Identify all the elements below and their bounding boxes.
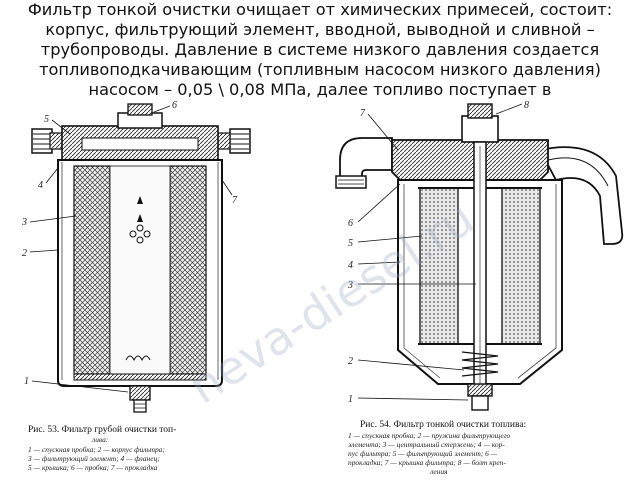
fig53-caption-line-2: 1 — спускная пробка; 2 — корпус фильтра; — [28, 445, 165, 454]
figure-54-callouts: 7 8 6 5 4 3 2 1 — [347, 100, 529, 405]
fig54-label-6: 6 — [348, 218, 353, 229]
intro-paragraph: Фильтр тонкой очистки очищает от химичес… — [27, 0, 613, 99]
fig54-label-7: 7 — [360, 108, 366, 119]
top-plug — [127, 103, 153, 116]
fuel-filter-diagrams: 5 6 4 7 3 2 1 Рис. 53. Фильтр грубой очи… — [21, 100, 624, 476]
filter-cover — [391, 139, 549, 181]
fig54-caption-line-4: прокладка; 7 — крышка фильтра; 8 — болт … — [348, 458, 506, 467]
fig54-label-4: 4 — [348, 260, 353, 271]
fig53-label-3: 3 — [21, 217, 27, 228]
figure-53-coarse-filter: 5 6 4 7 3 2 1 Рис. 53. Фильтр грубой очи… — [21, 100, 251, 472]
fig53-label-6: 6 — [172, 100, 177, 111]
fig54-label-1: 1 — [348, 394, 353, 405]
fig53-caption-line-3: 3 — фильтрующий элемент; 4 — фланец; — [27, 454, 160, 463]
fig54-label-2: 2 — [348, 356, 353, 367]
fig53-label-1: 1 — [24, 376, 29, 387]
outlet-pipe — [538, 146, 624, 245]
fig54-label-8: 8 — [524, 100, 529, 111]
fig54-label-5: 5 — [348, 238, 353, 249]
element-spring — [461, 351, 499, 377]
fig53-caption-line-4: 5 — крышка; 6 — пробка; 7 — прокладка — [28, 463, 158, 472]
mounting-bolt — [467, 103, 493, 119]
fig53-caption-title: Рис. 53. Фильтр грубой очистки топ- — [28, 424, 176, 435]
figure-53-callouts: 5 6 4 7 3 2 1 — [21, 100, 238, 393]
figure-53-caption: Рис. 53. Фильтр грубой очистки топ- лива… — [27, 424, 176, 472]
fig54-caption-line-1: 1 — спускная пробка; 2 — пружина фильтру… — [348, 431, 510, 440]
fig54-label-3: 3 — [347, 280, 353, 291]
fig54-caption-line-2: элемента; 3 — центральный стержень; 4 — … — [348, 440, 505, 449]
drain-plug — [129, 385, 151, 401]
fig54-caption-line-3: пус фильтра; 5 — фильтрующий элемент; 6 … — [348, 449, 498, 458]
fig53-label-2: 2 — [22, 248, 27, 259]
filter-element — [73, 165, 111, 375]
fig53-label-4: 4 — [38, 180, 43, 191]
figure-54-caption: Рис. 54. Фильтр тонкой очистки топлива: … — [348, 419, 526, 476]
fig54-caption-line-5: ления — [429, 467, 448, 476]
filter-element — [419, 187, 459, 345]
fig54-caption-title: Рис. 54. Фильтр тонкой очистки топлива: — [360, 419, 526, 430]
drain-plug — [467, 383, 493, 397]
fig53-label-7: 7 — [232, 195, 238, 206]
inlet-elbow — [339, 137, 393, 185]
fig53-label-5: 5 — [44, 114, 49, 125]
figure-54-fine-filter: 7 8 6 5 4 3 2 1 Рис. 54. Фильтр тонкой о… — [335, 100, 624, 476]
fig53-caption-line-1: лива: — [91, 435, 108, 444]
intro-text-block: Фильтр тонкой очистки очищает от химичес… — [0, 0, 640, 118]
